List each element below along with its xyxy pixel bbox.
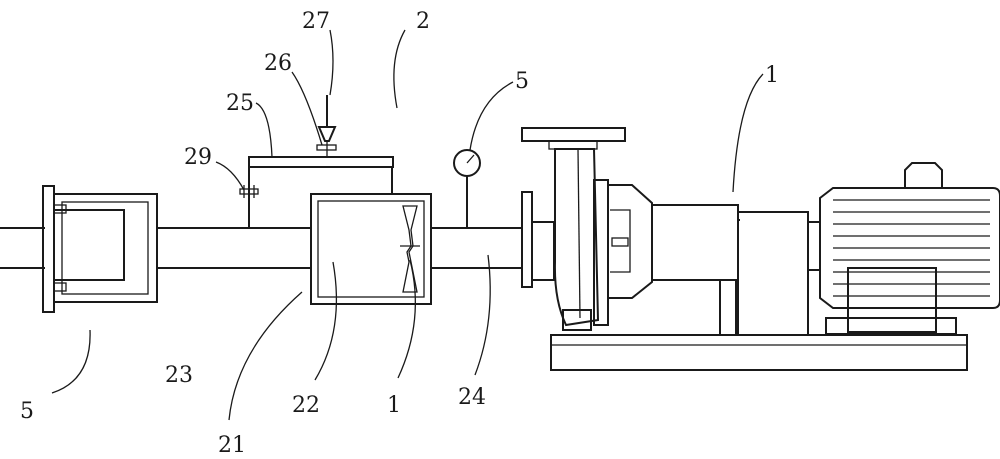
label-5-top: 5: [515, 69, 529, 94]
label-5-left: 5: [20, 399, 34, 424]
reference-labels: 27 2 26 25 29 5 1 5 23 22 1 24 21: [20, 9, 779, 458]
outlet-pipe: [431, 227, 522, 269]
leader-lines: [51, 29, 764, 421]
label-1-bottom: 1: [387, 393, 401, 418]
label-25: 25: [226, 91, 254, 116]
funnel-icon: [316, 95, 337, 157]
dosing-tank: [248, 156, 394, 228]
label-21: 21: [218, 433, 246, 458]
label-2: 2: [416, 9, 430, 34]
valve-icon: [239, 185, 259, 198]
motor-icon: [808, 162, 1000, 335]
label-24: 24: [458, 385, 486, 410]
venturi-icon: [400, 205, 420, 293]
label-26: 26: [264, 51, 292, 76]
inlet-pipe-left: [0, 227, 45, 269]
pressure-gauge-icon: [453, 149, 481, 228]
label-29: 29: [184, 145, 212, 170]
mixing-chamber: [310, 193, 432, 305]
pump-icon: [521, 127, 809, 336]
label-22: 22: [292, 393, 320, 418]
connecting-pipe: [157, 227, 311, 269]
filter-unit: [42, 185, 158, 313]
label-23: 23: [165, 363, 193, 388]
label-27: 27: [302, 9, 330, 34]
label-1-top: 1: [765, 63, 779, 88]
base-plate: [550, 334, 968, 371]
